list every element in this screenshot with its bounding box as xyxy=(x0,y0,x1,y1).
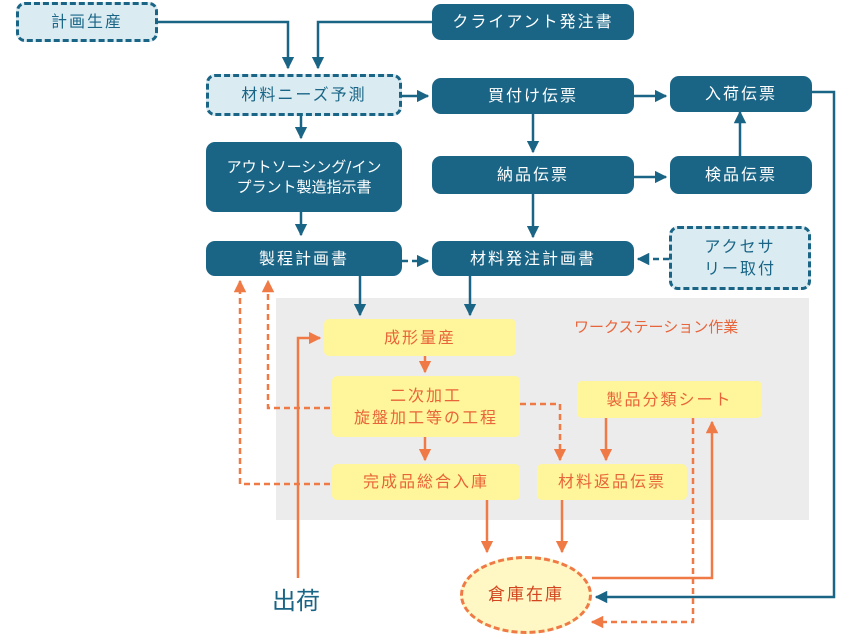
connector-finished-to-process xyxy=(233,279,330,486)
shipping-label: 出荷 xyxy=(272,587,320,615)
connector-warehouse-to-sort xyxy=(592,420,719,580)
node-molding: 成形量産 xyxy=(324,319,516,356)
node-material-needs: 材料ニーズ予測 xyxy=(206,74,402,116)
workstation-area-label: ワークステーション作業 xyxy=(574,318,739,336)
node-accessory: アクセサ リー取付 xyxy=(669,226,811,290)
node-material-order-plan: 材料発注計画書 xyxy=(432,241,634,276)
node-inspection-slip: 検品伝票 xyxy=(670,156,812,194)
connector-plan-to-needs xyxy=(158,20,295,70)
node-secondary-process: 二次加工 旋盤加工等の工程 xyxy=(332,376,520,437)
connector-arrival-to-warehouse xyxy=(594,90,836,604)
node-process-plan: 製程計画書 xyxy=(206,241,402,276)
connector-secondary-to-return xyxy=(520,402,567,462)
connector-shipping-to-molding xyxy=(296,331,322,578)
connector-secondary-to-process xyxy=(261,279,330,410)
connector-sort-to-warehouse xyxy=(590,418,695,629)
node-material-return: 材料返品伝票 xyxy=(537,464,687,500)
node-delivery-slip: 納品伝票 xyxy=(432,156,634,194)
connector-order-to-needs xyxy=(311,20,432,70)
node-arrival-slip: 入荷伝票 xyxy=(670,76,812,112)
node-finished-storage: 完成品総合入庫 xyxy=(332,464,520,500)
node-warehouse-stock: 倉庫在庫 xyxy=(460,556,592,634)
node-purchase-slip: 買付け伝票 xyxy=(432,78,634,114)
node-product-sort: 製品分類シート xyxy=(577,381,762,418)
node-outsourcing: アウトソーシング/イン プラント製造指示書 xyxy=(206,142,402,212)
node-client-order: クライアント発注書 xyxy=(432,4,634,40)
node-keikaku-seisan: 計画生産 xyxy=(16,2,158,42)
